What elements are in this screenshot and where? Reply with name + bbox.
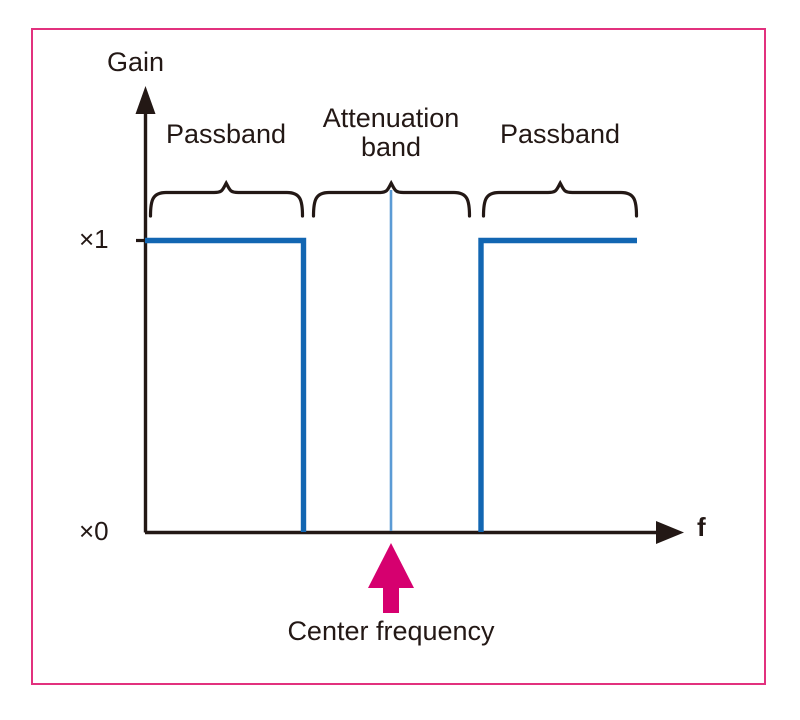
band-label-attenuation-line1: Attenuation	[322, 103, 460, 133]
center-frequency-caption: Center frequency	[287, 616, 495, 646]
axis-group	[135, 86, 684, 544]
filter-response-trace	[145, 237, 637, 532]
y-axis-tick-label-one: ×1	[79, 224, 109, 254]
center-frequency-marker-arrow	[368, 543, 414, 613]
band-label-passband-right: Passband	[499, 119, 621, 149]
y-axis-arrowhead	[135, 86, 156, 114]
brace-attenuation-band	[311, 179, 472, 218]
brace-passband-right	[481, 179, 639, 218]
x-axis-arrowhead	[656, 521, 684, 544]
band-label-passband-left: Passband	[165, 119, 287, 149]
y-axis-tick-label-zero: ×0	[79, 516, 109, 546]
figure-border	[31, 28, 766, 685]
band-label-attenuation: Attenuation band	[307, 103, 475, 163]
y-axis-title: Gain	[107, 47, 165, 77]
band-label-attenuation-line2: band	[360, 132, 422, 163]
x-axis-title: f	[697, 512, 706, 542]
brace-passband-left	[148, 179, 305, 218]
